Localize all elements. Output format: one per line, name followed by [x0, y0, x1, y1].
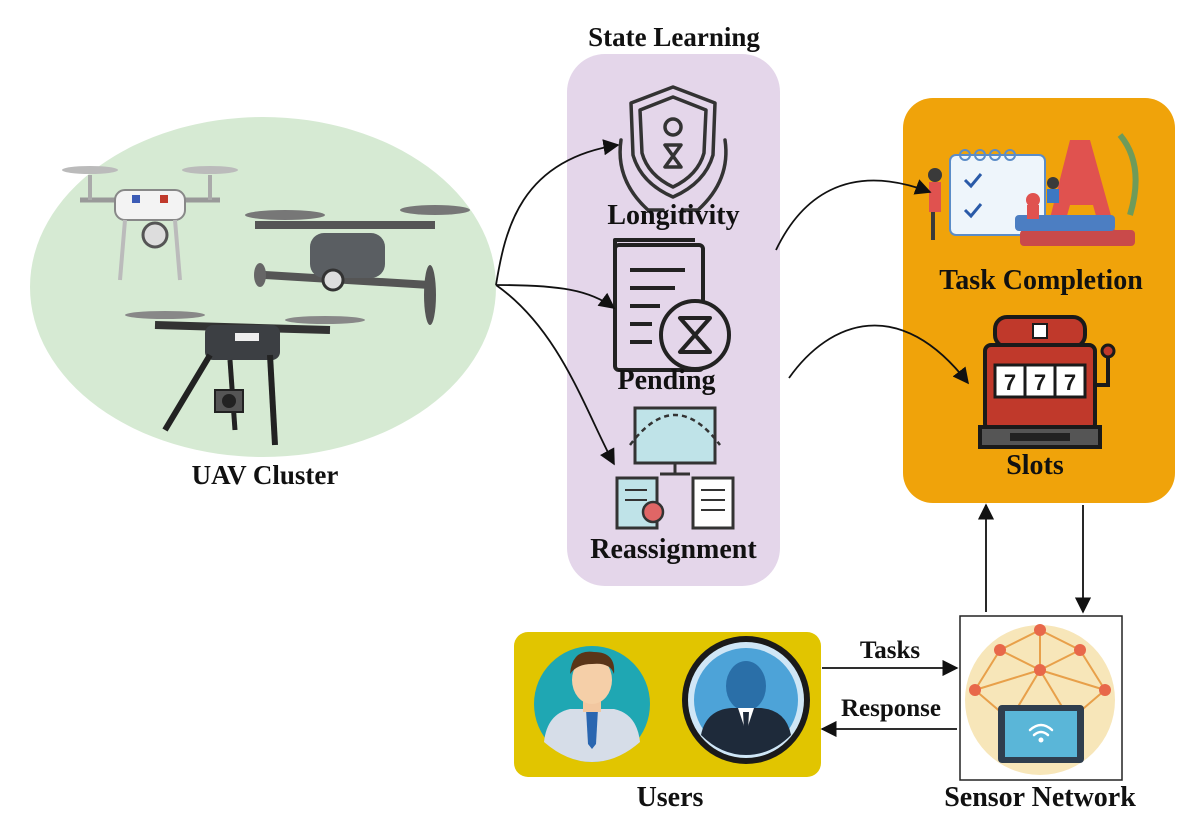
svg-text:7: 7 — [1064, 370, 1076, 395]
task-completion-label: Task Completion — [903, 265, 1179, 297]
user-avatar-icon — [682, 636, 810, 764]
state-learning-title: State Learning — [568, 22, 780, 53]
sensor-network-label: Sensor Network — [920, 782, 1160, 814]
pending-label: Pending — [560, 365, 773, 397]
users-label: Users — [570, 782, 770, 814]
slots-label: Slots — [940, 450, 1130, 482]
user-avatar-icon — [534, 646, 650, 762]
response-edge-label: Response — [826, 695, 956, 723]
longitivity-label: Longitivity — [567, 200, 780, 232]
svg-text:7: 7 — [1004, 370, 1016, 395]
reassignment-label: Reassignment — [567, 534, 780, 566]
sensor-network-icon — [960, 616, 1122, 780]
svg-text:7: 7 — [1034, 370, 1046, 395]
tasks-edge-label: Tasks — [848, 637, 932, 665]
uav-cluster-label: UAV Cluster — [160, 460, 370, 491]
